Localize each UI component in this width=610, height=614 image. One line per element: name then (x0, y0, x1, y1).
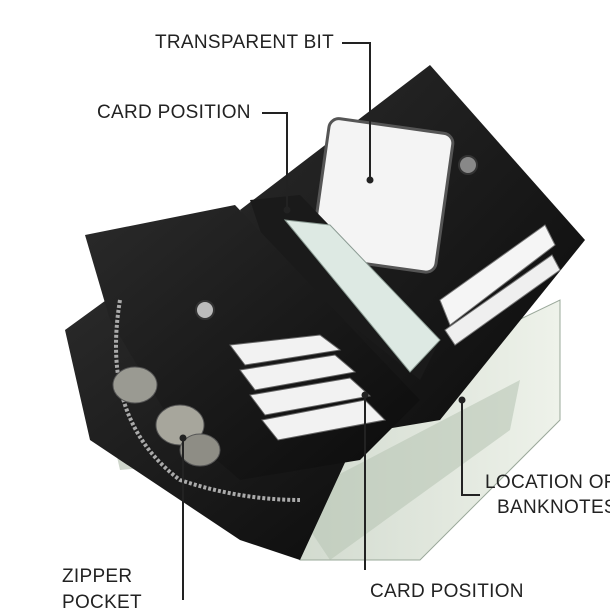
label-location-line1: LOCATION OF (485, 472, 610, 493)
label-zipper-line1: ZIPPER (62, 566, 133, 587)
label-card-position-bottom: CARD POSITION (370, 581, 524, 602)
coins (112, 366, 221, 467)
label-transparent-bit: TRANSPARENT BIT (155, 32, 335, 53)
label-location-line2: BANKNOTES (497, 497, 610, 518)
callout-lines (182, 42, 480, 600)
callout-dots (179, 176, 466, 442)
label-card-position-top: CARD POSITION (97, 102, 251, 123)
label-zipper-line2: POCKET (62, 592, 142, 613)
